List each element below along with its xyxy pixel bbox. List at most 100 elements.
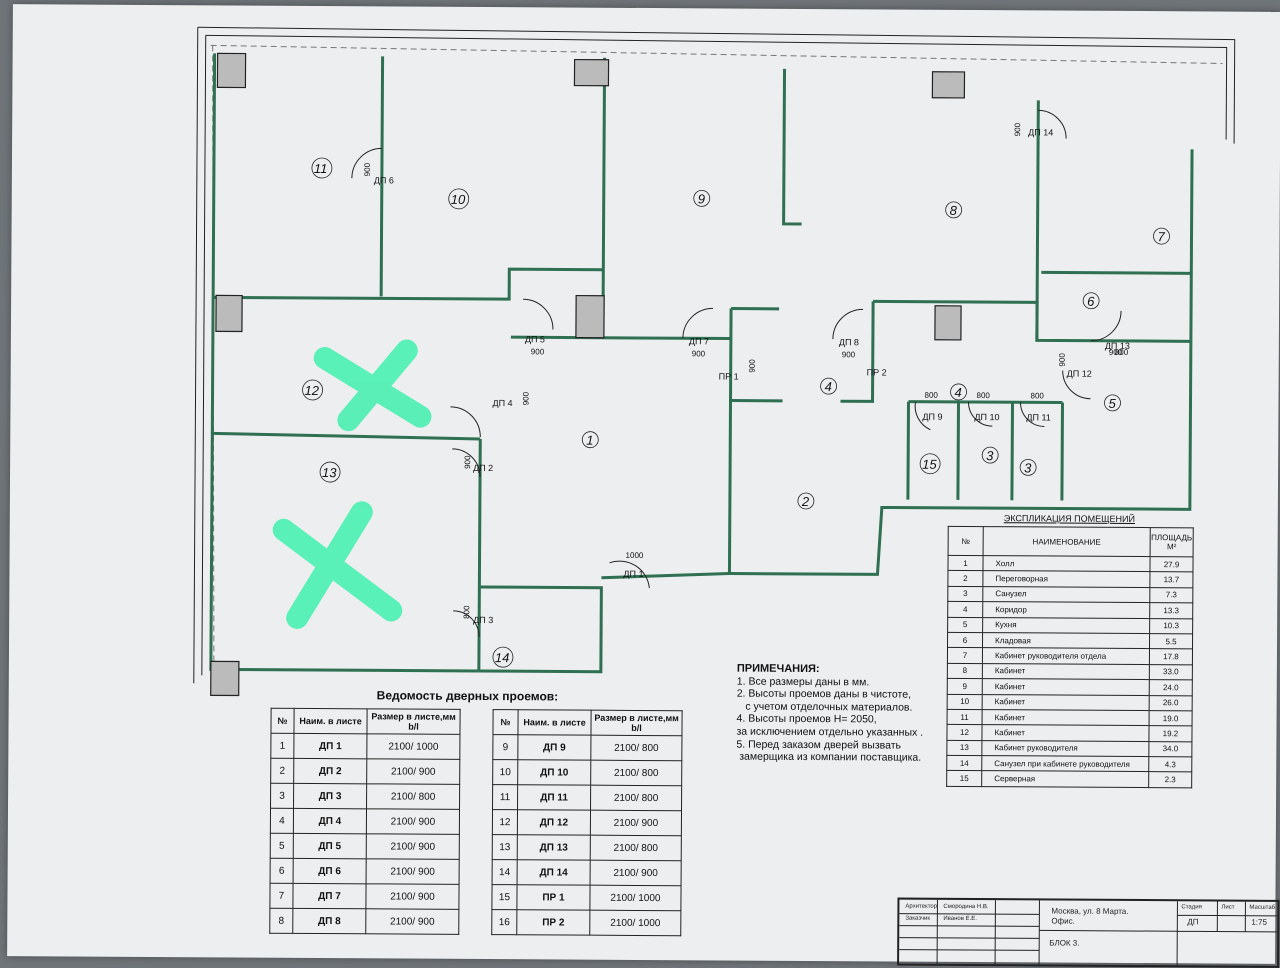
dimension: 900 xyxy=(692,349,706,358)
col-header: Наим. в листе xyxy=(293,708,368,734)
column xyxy=(934,305,962,341)
scale: 1:75 xyxy=(1251,917,1267,927)
client-name: Иванов Е.Е. xyxy=(943,915,977,923)
door-label: ДП 1 xyxy=(623,569,643,579)
note-line: 5. Перед заказом дверей вызвать xyxy=(736,738,902,752)
outer-frame-top xyxy=(197,26,1236,144)
door-label: ДП 14 xyxy=(1028,127,1053,137)
room-number: 4 xyxy=(955,385,962,400)
door-label: ДП 11 xyxy=(1026,412,1050,422)
floor-plan: 1 2 3 3 4 4 5 6 7 8 9 10 11 12 13 14 15 … xyxy=(193,26,1236,697)
room-number: 10 xyxy=(451,192,466,207)
wall-14 xyxy=(478,585,603,674)
notes-title: ПРИМЕЧАНИЯ: xyxy=(736,662,820,676)
col-header: № xyxy=(948,526,984,556)
wall-hall-bottom xyxy=(601,572,730,580)
doors-table-title: Ведомость дверных проемов: xyxy=(376,688,559,704)
client-label: Заказчик xyxy=(905,915,931,922)
room-number: 7 xyxy=(1157,229,1165,244)
wall-8-9 xyxy=(782,68,802,226)
title-block: Архитектор Смородина Н.В. Заказчик Ивано… xyxy=(897,897,1280,968)
door-label: ДП 9 xyxy=(922,412,942,422)
door-label: ДП 4 xyxy=(492,398,512,408)
dimension: 800 xyxy=(925,391,939,400)
door-swing xyxy=(351,147,383,179)
wall-2-west xyxy=(727,308,733,574)
column xyxy=(573,58,610,87)
door-label: ДП 10 xyxy=(974,412,999,422)
col-header: № xyxy=(270,708,295,734)
dimension: 800 xyxy=(977,391,991,400)
col-header: Размер в листе,мм b/l xyxy=(366,708,461,735)
dimension: 900 xyxy=(1109,348,1123,357)
wall-4-6 xyxy=(873,299,1191,343)
wall-7-8 xyxy=(1035,100,1040,341)
dimension: 900 xyxy=(531,347,545,356)
dimension: 800 xyxy=(1115,348,1129,357)
room-number: 3 xyxy=(986,448,994,463)
scale-label: Масштаб xyxy=(1249,904,1276,911)
room-number: 4 xyxy=(825,379,832,394)
room-number: 8 xyxy=(950,203,958,218)
dimension: 900 xyxy=(521,391,530,405)
wall-east xyxy=(729,149,1194,576)
room-number: 11 xyxy=(314,161,328,176)
room-number: 13 xyxy=(322,465,337,480)
block: БЛОК 3. xyxy=(1049,938,1080,948)
architect-label: Архитектор xyxy=(905,903,938,910)
wall-wc xyxy=(906,401,1065,501)
cross-mark-room-13 xyxy=(272,501,403,629)
architect-name: Смородина Н.В. xyxy=(943,903,989,911)
door-label: ДП 3 xyxy=(473,615,493,625)
wall-6-7 xyxy=(1041,270,1192,275)
dimension: 900 xyxy=(363,162,372,176)
col-header: ПЛОЩАДЬ М² xyxy=(1150,527,1194,557)
dimension: 900 xyxy=(1013,122,1022,136)
note-line: 2. Высоты проемов даны в чистоте, xyxy=(736,687,912,701)
dimension: 1000 xyxy=(626,551,644,560)
room-number: 1 xyxy=(586,433,593,448)
column xyxy=(575,294,605,339)
wall-10-11 xyxy=(379,56,385,297)
door-label: ДП 8 xyxy=(839,337,859,347)
room-number: 15 xyxy=(922,457,937,472)
col-header: Размер в листе,мм b/l xyxy=(590,710,683,736)
address: Москва, ул. 8 Марта. xyxy=(1051,906,1129,916)
stage-label: Стадия xyxy=(1181,904,1202,911)
column xyxy=(216,52,247,89)
notes-block: ПРИМЕЧАНИЯ: 1. Все размеры даны в мм. 2.… xyxy=(736,663,923,765)
explication-title: ЭКСПЛИКАЦИЯ ПОМЕЩЕНИЙ xyxy=(1003,513,1136,524)
dimension: 900 xyxy=(842,350,856,359)
col-header: № xyxy=(492,709,519,735)
wall-12-13 xyxy=(212,431,481,441)
dimension: 900 xyxy=(463,455,472,469)
note-line: за исключением отдельно указанных . xyxy=(736,725,924,739)
door-label: ДП 6 xyxy=(374,175,394,185)
room-number: 5 xyxy=(1108,396,1116,411)
